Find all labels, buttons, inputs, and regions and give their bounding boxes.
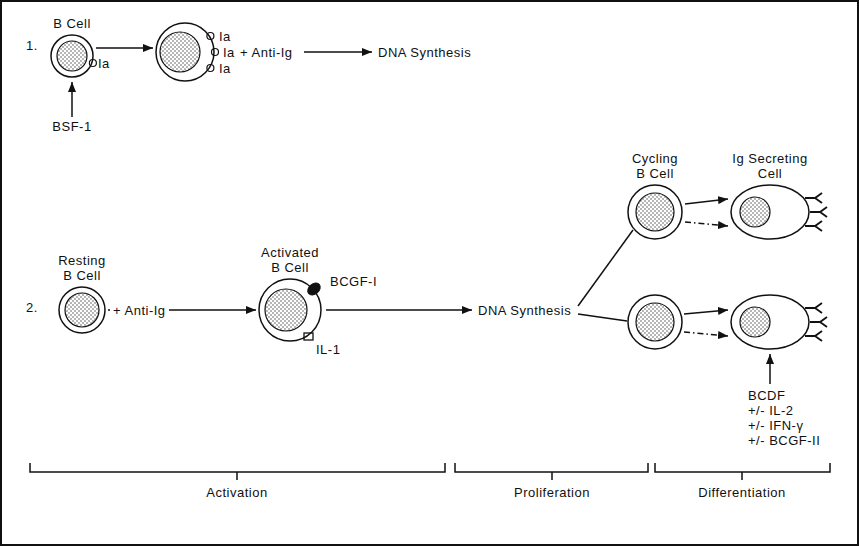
outcome: DNA Synthesis xyxy=(478,303,571,318)
molecule-label: Ia xyxy=(219,61,231,76)
cell-name: Activated B Cell xyxy=(258,245,322,275)
arrow xyxy=(326,309,472,311)
cell-membrane xyxy=(156,23,214,81)
bcgf-receptor xyxy=(305,281,322,298)
cell-outline xyxy=(730,184,810,240)
connector-arrow xyxy=(96,47,153,49)
factor-name: +/- BCGF-II xyxy=(748,433,820,448)
antibody xyxy=(810,207,827,217)
cell-name: B Cell xyxy=(42,16,102,31)
nucleus xyxy=(740,307,770,337)
cell-outline xyxy=(50,34,94,78)
dashed-arrow xyxy=(684,332,728,336)
ia-molecules xyxy=(89,33,218,72)
branch-line xyxy=(578,230,633,306)
brackets xyxy=(30,463,830,480)
resting-b-cell: Resting B Cell xyxy=(58,286,106,334)
arrow xyxy=(71,82,73,117)
layout-arrows xyxy=(72,52,770,384)
antibody xyxy=(805,221,822,231)
outcome: DNA Synthesis xyxy=(378,45,471,60)
molecule-label: Ia xyxy=(98,56,110,71)
unlabelled-cells xyxy=(628,295,809,349)
cell-outline xyxy=(258,278,322,342)
cell-name: Resting B Cell xyxy=(54,253,110,283)
row-number: 1. xyxy=(26,38,38,53)
ig-secreting-cell: Ig Secreting Cell xyxy=(730,184,810,240)
secreting-cell xyxy=(731,295,809,349)
antibody xyxy=(810,317,827,327)
factor-name: BCDF xyxy=(748,388,785,403)
factor-name: BSF-1 xyxy=(52,119,91,134)
cycling-cell xyxy=(628,295,682,349)
antibody xyxy=(805,303,822,313)
cell-name: Ig Secreting Cell xyxy=(725,151,815,181)
bracket xyxy=(655,463,830,480)
nucleus xyxy=(265,289,307,331)
bracket xyxy=(455,463,648,480)
cell-outline xyxy=(58,286,106,334)
cell-membrane xyxy=(59,287,105,333)
row-number: 2. xyxy=(26,300,38,315)
molecule-label: IL-1 xyxy=(316,342,340,357)
stimulus: + Anti-Ig xyxy=(110,303,169,318)
arrow xyxy=(304,51,372,53)
nucleus xyxy=(740,197,770,227)
connector-arrow xyxy=(685,199,728,204)
cycling-b-cell: Cycling B Cell xyxy=(627,184,683,240)
cell-outline xyxy=(627,184,683,240)
stage-name: Activation xyxy=(206,485,267,500)
bracket xyxy=(30,463,445,480)
molecule-label: BCGF-I xyxy=(330,274,377,289)
nucleus xyxy=(160,32,200,72)
antibody xyxy=(805,193,822,203)
stage-name: Proliferation xyxy=(514,485,590,500)
nucleus xyxy=(65,293,99,327)
connector-arrow xyxy=(685,222,728,226)
nucleus xyxy=(636,193,674,231)
nucleus xyxy=(636,303,674,341)
nuclei xyxy=(57,32,770,341)
arrow xyxy=(684,310,728,314)
factor-name: +/- IL-2 xyxy=(748,403,794,418)
stage-name: Differentiation xyxy=(698,485,785,500)
arrow xyxy=(769,354,771,384)
ia-molecule xyxy=(212,49,219,56)
activated-b-cell: Activated B CellBCGF-IIL-1 xyxy=(258,278,322,342)
factor-name: +/- IFN-γ xyxy=(748,418,803,433)
molecule-label: Ia xyxy=(219,29,231,44)
cell-outline xyxy=(155,22,215,82)
antibody xyxy=(805,331,822,341)
cell-membrane xyxy=(259,279,321,341)
cell-membrane xyxy=(628,185,682,239)
molecule-label: Ia xyxy=(223,45,235,60)
nucleus xyxy=(57,41,87,71)
cell-membrane xyxy=(51,35,93,77)
branch-line xyxy=(578,314,627,321)
enlarged-b-cell: IaIaIa xyxy=(155,22,215,82)
b-cell: B CellIa xyxy=(50,34,94,78)
stimulus: + Anti-Ig xyxy=(240,45,293,60)
cell-name: Cycling B Cell xyxy=(627,151,683,181)
cell-membrane xyxy=(731,185,809,239)
